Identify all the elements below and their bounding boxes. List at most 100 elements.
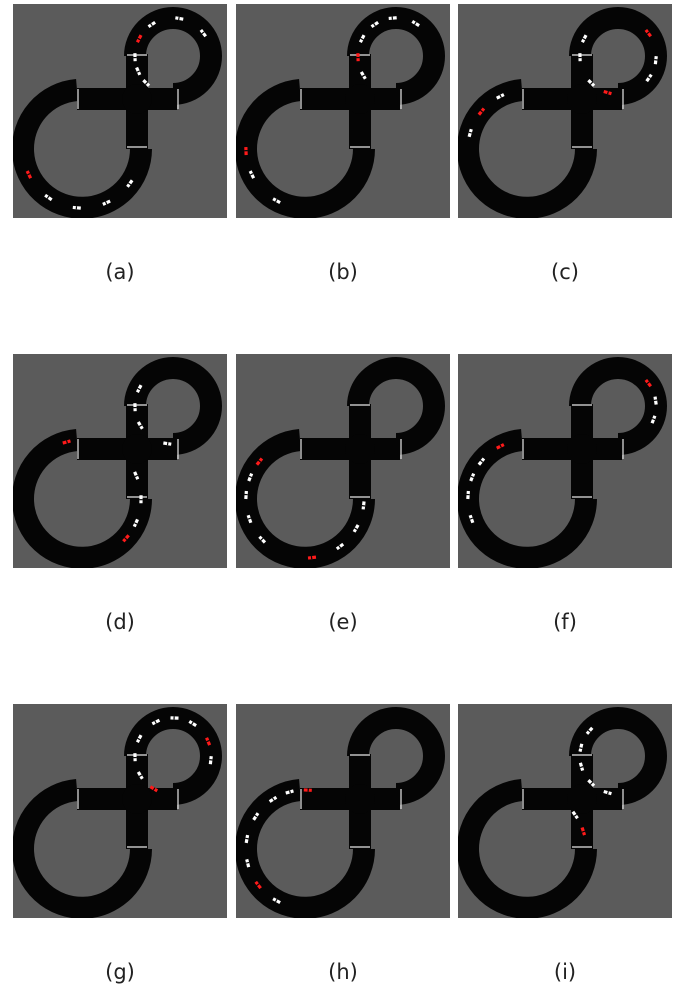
track-map-h	[236, 704, 450, 918]
caption-b: (b)	[328, 260, 358, 284]
track-map-b	[236, 4, 450, 218]
ego-vehicle	[149, 785, 159, 793]
panel-i	[458, 704, 672, 918]
track-map-i	[458, 704, 672, 918]
vehicle	[244, 834, 250, 844]
road-big-loop	[13, 779, 152, 918]
ego-vehicle	[122, 534, 130, 543]
road-small-loop	[347, 357, 445, 455]
vehicle	[151, 718, 161, 726]
vehicle	[578, 762, 585, 771]
vehicle	[135, 384, 143, 393]
vehicle	[44, 193, 53, 202]
caption-e: (e)	[328, 610, 358, 634]
vehicle	[136, 421, 144, 430]
track-map-f	[458, 354, 672, 568]
road-big-loop	[236, 79, 375, 218]
track-map-g	[13, 704, 227, 918]
caption-c: (c)	[551, 260, 579, 284]
panel-e	[236, 354, 450, 568]
vehicle	[496, 93, 505, 100]
ego-vehicle	[254, 880, 262, 890]
vehicle	[477, 457, 486, 466]
track-map-e	[236, 354, 450, 568]
vehicle	[645, 73, 653, 83]
road-big-loop	[458, 429, 597, 568]
vehicle	[272, 897, 281, 905]
vehicle	[199, 28, 207, 38]
panel-b	[236, 4, 450, 218]
caption-a: (a)	[105, 260, 135, 284]
ego-vehicle	[307, 555, 317, 560]
caption-d: (d)	[105, 610, 135, 634]
intersection-hub	[122, 84, 152, 114]
ego-vehicle	[580, 827, 587, 836]
ego-vehicle	[25, 170, 33, 179]
road-big-loop	[13, 79, 152, 218]
vehicle	[133, 53, 137, 62]
intersection-hub	[567, 84, 597, 114]
vehicle	[147, 20, 157, 29]
panel-h	[236, 704, 450, 918]
vehicle	[469, 472, 476, 482]
road-small-loop	[124, 707, 222, 805]
vehicle	[358, 34, 366, 43]
vehicle	[247, 472, 254, 482]
vehicle	[361, 501, 366, 510]
caption-h: (h)	[328, 960, 358, 984]
caption-g: (g)	[105, 960, 135, 984]
road-small-loop	[569, 7, 667, 105]
vehicle	[252, 812, 260, 821]
vehicle	[135, 66, 142, 76]
panel-g	[13, 704, 227, 918]
vehicle	[466, 490, 470, 500]
intersection-hub	[567, 434, 597, 464]
road-small-loop	[347, 7, 445, 105]
vehicle	[136, 771, 144, 780]
vehicle	[133, 471, 140, 480]
vehicle	[650, 415, 657, 424]
road-small-loop	[347, 707, 445, 805]
track-map-d	[13, 354, 227, 568]
panel-d	[13, 354, 227, 568]
vehicle	[170, 716, 179, 720]
panel-f	[458, 354, 672, 568]
ego-vehicle	[255, 457, 264, 466]
vehicle	[132, 518, 139, 528]
ego-vehicle	[205, 737, 212, 746]
vehicle	[135, 734, 143, 743]
vehicle	[467, 128, 473, 138]
road-small-loop	[124, 357, 222, 455]
vehicle	[188, 720, 197, 727]
vehicle	[352, 524, 360, 533]
track-map-a	[13, 4, 227, 218]
road-small-loop	[569, 357, 667, 455]
vehicle	[587, 79, 596, 87]
vehicle	[139, 495, 143, 504]
vehicle	[335, 542, 345, 551]
ego-vehicle	[135, 34, 143, 43]
intersection-hub	[345, 434, 375, 464]
vehicle	[245, 858, 251, 868]
intersection-hub	[122, 784, 152, 814]
track-map-c	[458, 4, 672, 218]
caption-i: (i)	[553, 960, 577, 984]
vehicle	[578, 743, 584, 752]
vehicle	[370, 20, 380, 29]
vehicle	[102, 199, 111, 206]
ego-vehicle	[62, 439, 71, 445]
vehicle	[258, 535, 267, 544]
vehicle	[133, 753, 137, 762]
road-network	[236, 7, 445, 218]
intersection-hub	[345, 84, 375, 114]
vehicle	[142, 79, 151, 87]
vehicle	[580, 34, 588, 43]
road-network	[236, 707, 445, 918]
intersection-hub	[345, 784, 375, 814]
vehicle	[126, 179, 134, 188]
vehicle	[72, 205, 81, 210]
caption-f: (f)	[553, 610, 577, 634]
vehicle	[272, 197, 281, 205]
vehicle	[585, 726, 594, 735]
ego-vehicle	[356, 53, 360, 62]
